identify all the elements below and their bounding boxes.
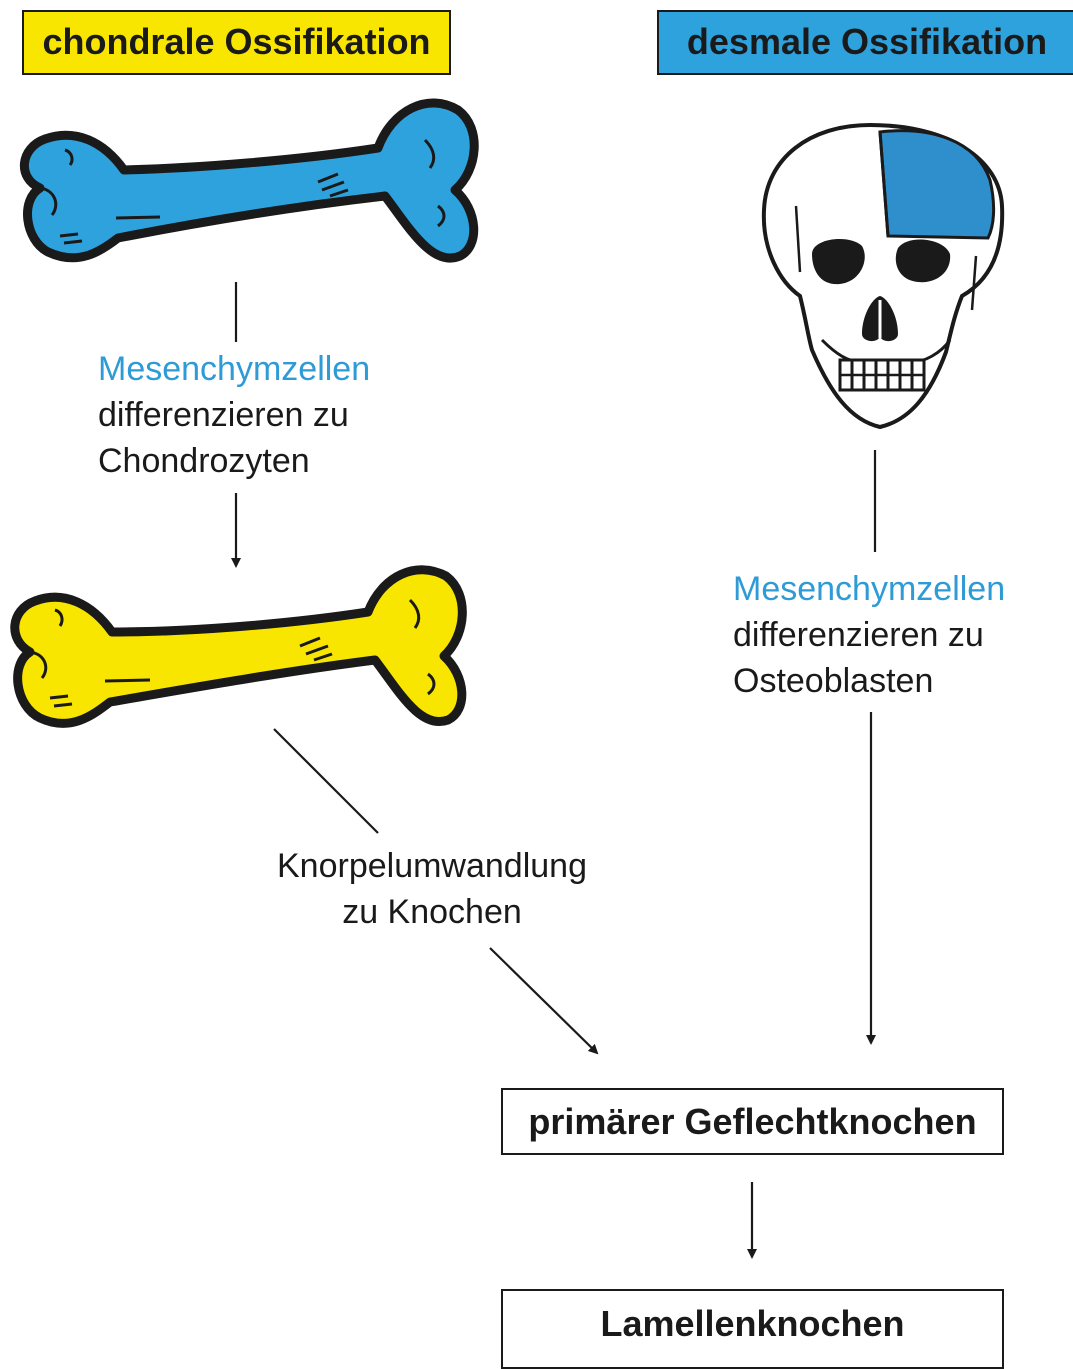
- cartilage-conversion-note: Knorpelumwandlung zu Knochen: [232, 843, 632, 935]
- mesenchyme-label-right: Mesenchymzellen: [733, 566, 1005, 612]
- left-arrow-2: [490, 948, 597, 1053]
- osteoblast-differentiation-note: Mesenchymzellen differenzieren zu Osteob…: [733, 566, 1005, 704]
- bone-blue-icon: [24, 103, 474, 258]
- note-mid-line2: zu Knochen: [232, 889, 632, 935]
- woven-bone-box: primärer Geflechtknochen: [501, 1088, 1004, 1155]
- note-left-line2: differenzieren zu: [98, 392, 370, 438]
- bone-yellow-icon: [15, 570, 463, 724]
- left-diagonal-line: [274, 729, 378, 833]
- note-left-line3: Chondrozyten: [98, 438, 370, 484]
- note-right-line3: Osteoblasten: [733, 658, 1005, 704]
- skull-icon: [764, 125, 1002, 427]
- lamellar-bone-box: Lamellenknochen: [501, 1289, 1004, 1369]
- chondrocyte-differentiation-note: Mesenchymzellen differenzieren zu Chondr…: [98, 346, 370, 484]
- mesenchyme-label-left: Mesenchymzellen: [98, 346, 370, 392]
- note-mid-line1: Knorpelumwandlung: [232, 843, 632, 889]
- note-right-line2: differenzieren zu: [733, 612, 1005, 658]
